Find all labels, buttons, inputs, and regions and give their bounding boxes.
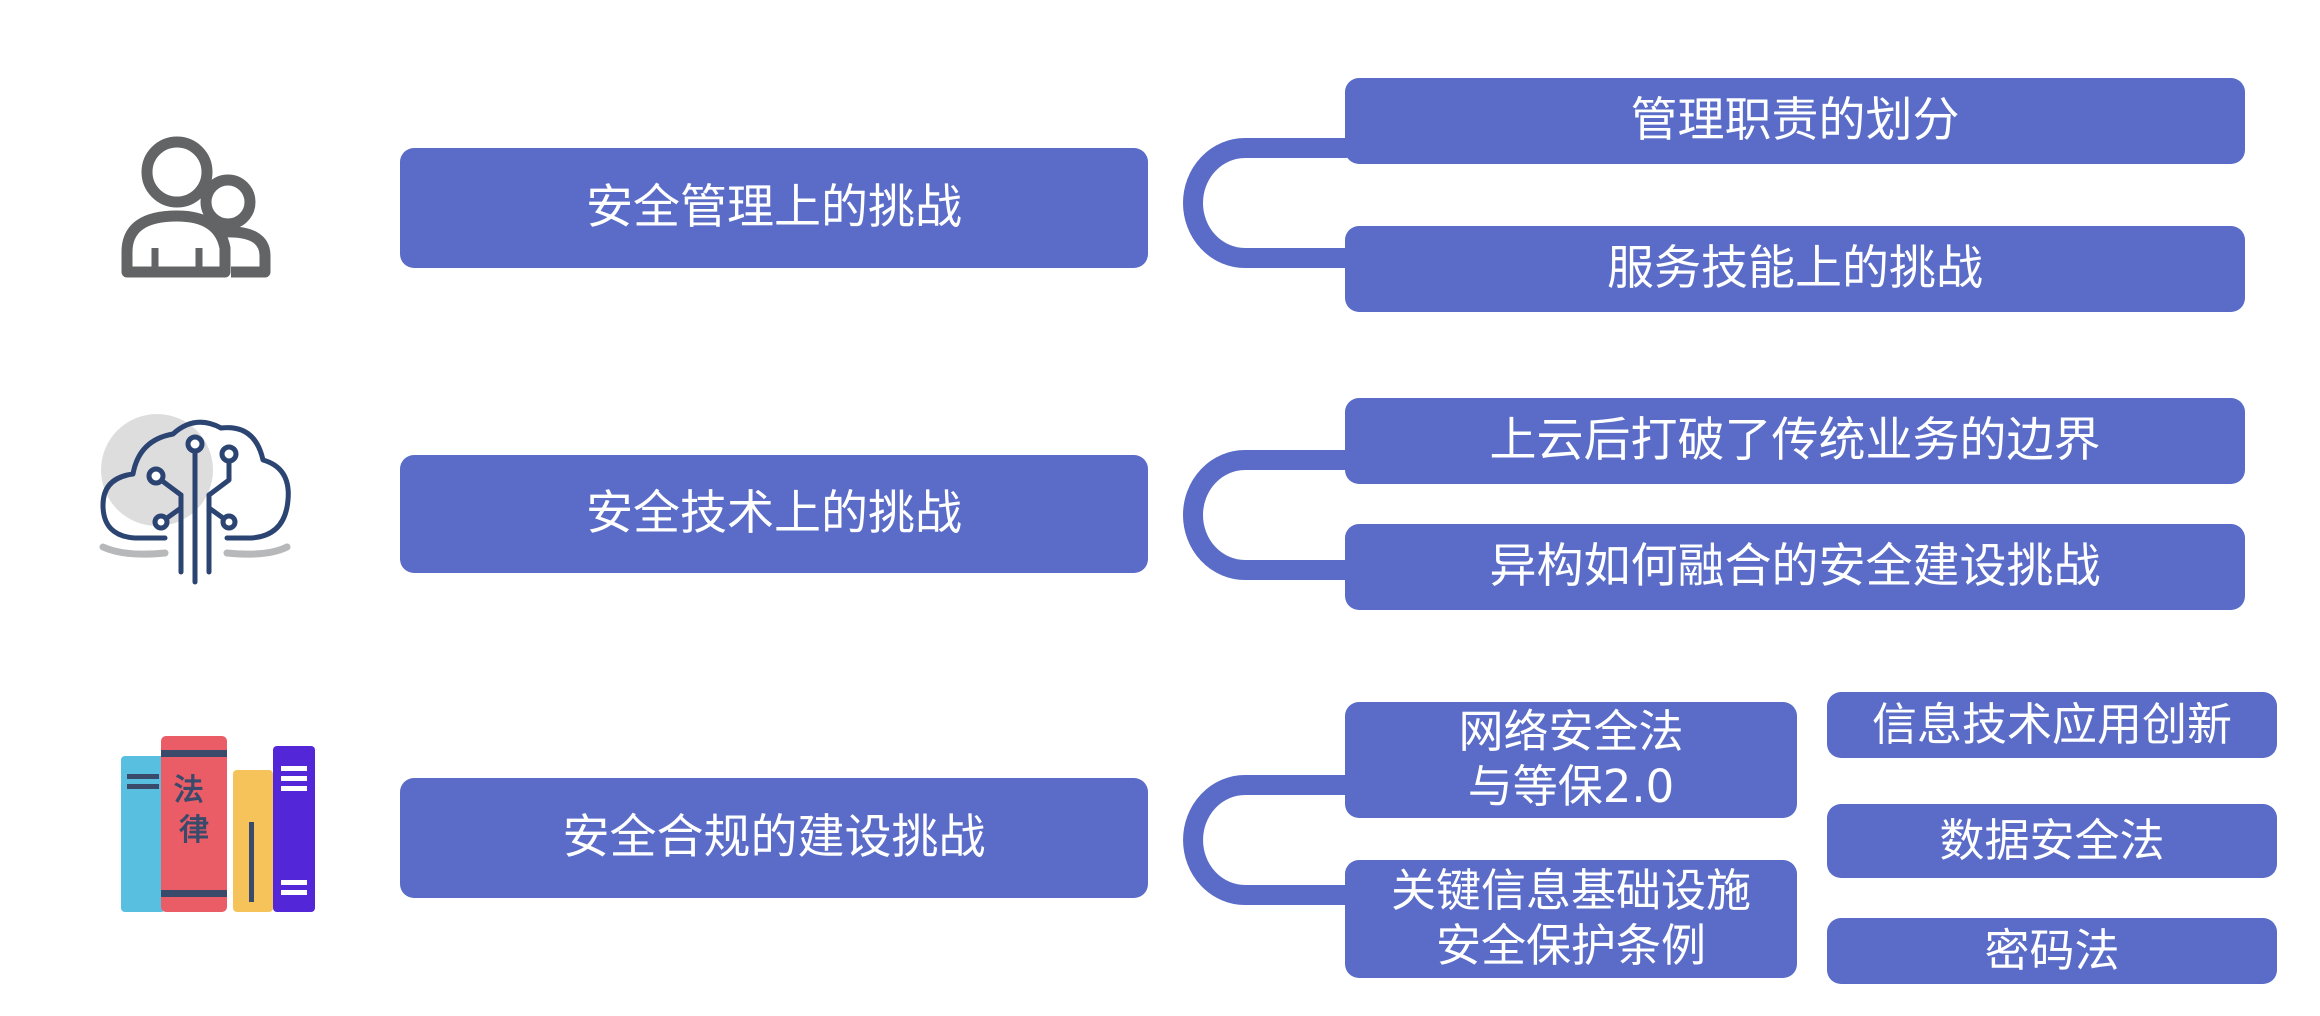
- item-heterogeneous-fusion: 异构如何融合的安全建设挑战: [1345, 524, 2245, 610]
- item-cloud-boundary: 上云后打破了传统业务的边界: [1345, 398, 2245, 484]
- item-management-responsibilities: 管理职责的划分: [1345, 78, 2245, 164]
- law-it-innovation: 信息技术应用创新: [1827, 692, 2277, 758]
- law-data-security: 数据安全法: [1827, 804, 2277, 878]
- challenge-compliance: 安全合规的建设挑战: [400, 778, 1148, 898]
- book-label: 法 律: [174, 773, 214, 848]
- challenge-technology: 安全技术上的挑战: [400, 455, 1148, 573]
- law-cryptography: 密码法: [1827, 918, 2277, 984]
- bracket-row-3: [1183, 775, 1355, 905]
- law-books-icon: 法 律: [121, 736, 315, 912]
- challenge-management: 安全管理上的挑战: [400, 148, 1148, 268]
- item-critical-infrastructure: 关键信息基础设施 安全保护条例: [1345, 860, 1797, 978]
- item-service-skills: 服务技能上的挑战: [1345, 226, 2245, 312]
- item-cybersecurity-law: 网络安全法 与等保2.0: [1345, 702, 1797, 818]
- users-icon: [121, 136, 271, 278]
- bracket-row-1: [1183, 138, 1355, 268]
- bracket-row-2: [1183, 450, 1355, 580]
- cloud-circuit-icon: [99, 414, 291, 585]
